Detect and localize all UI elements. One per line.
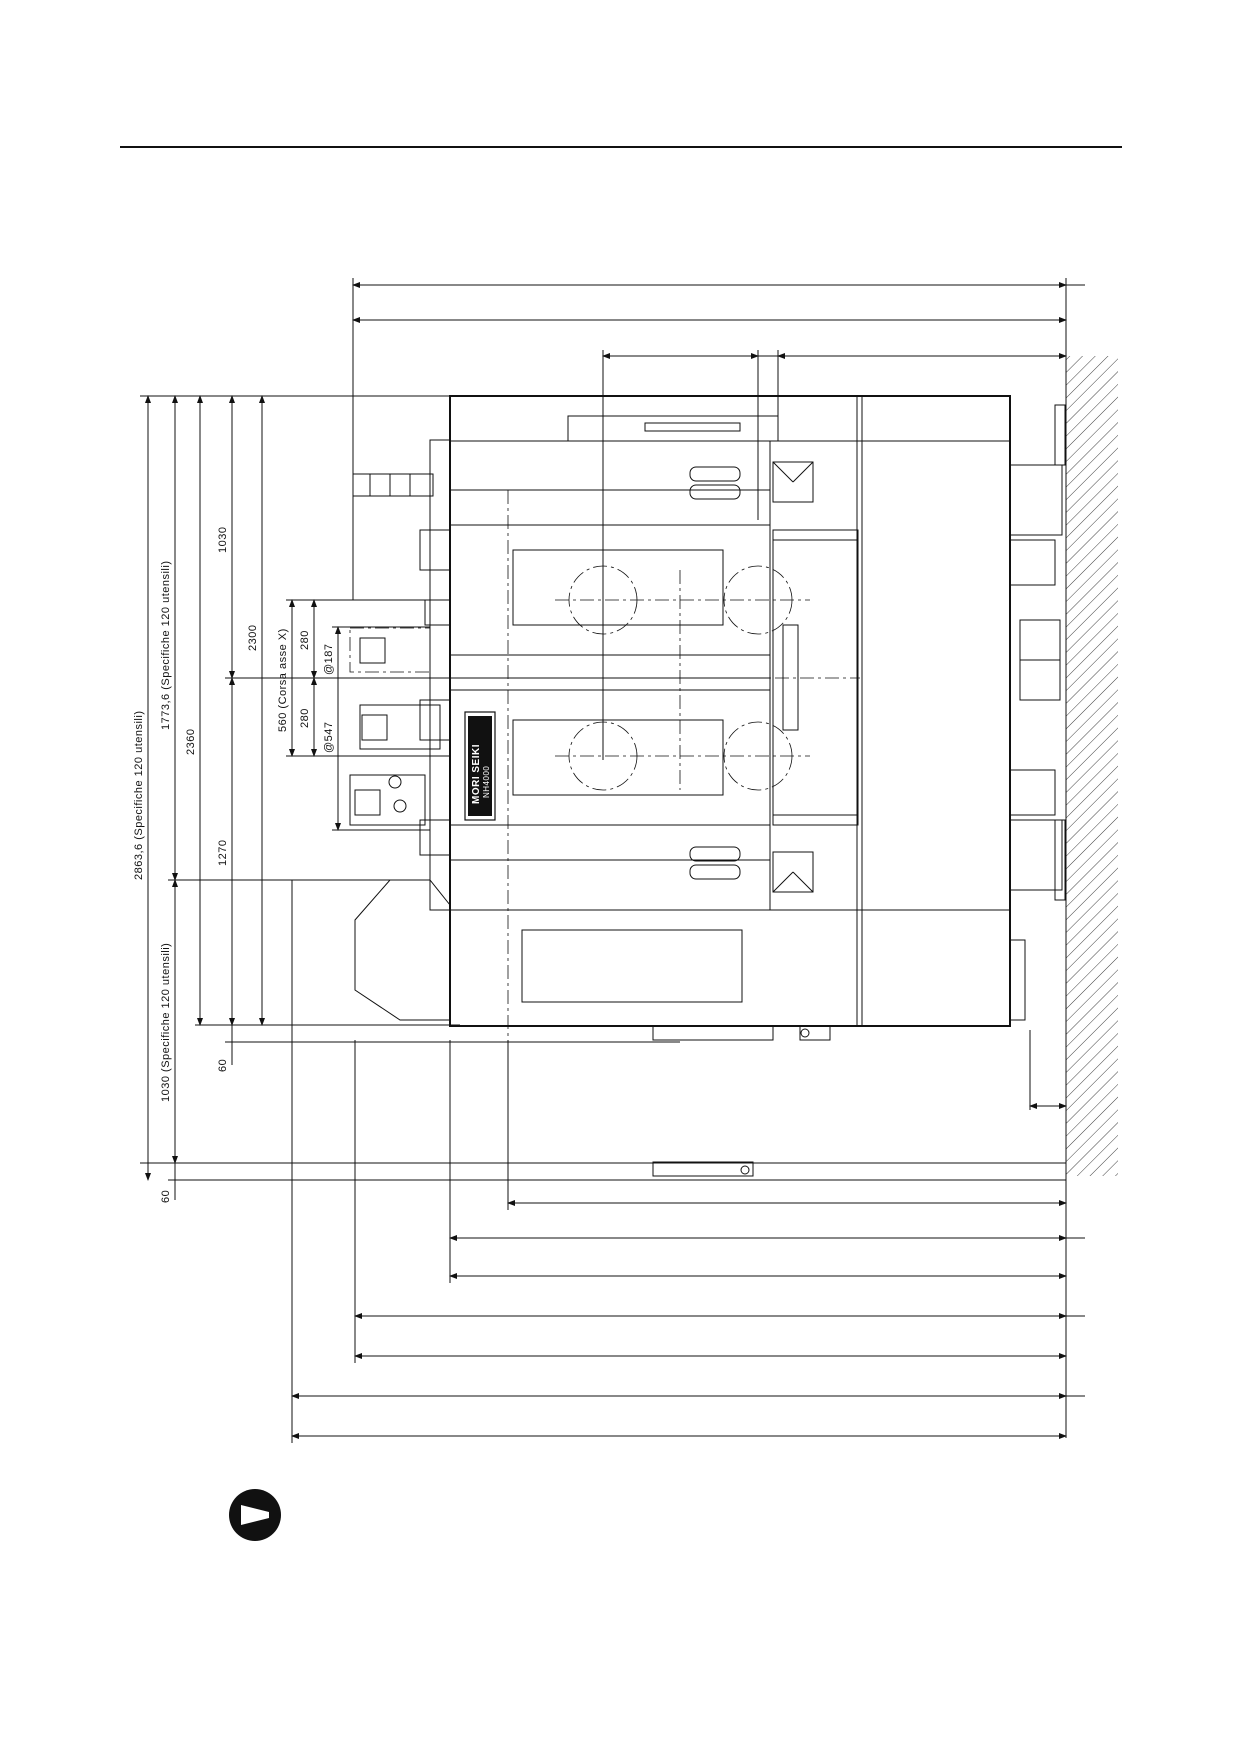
left-attachments [292, 439, 460, 1026]
dim-1030: 1030 [217, 527, 229, 553]
dim-60a: 60 [160, 1190, 172, 1203]
dim-2300: 2300 [247, 625, 259, 651]
nameplate-brand: MORI SEIKI [471, 744, 482, 804]
dim-1773: 1773,6 (Specifiche 120 utensili) [160, 561, 172, 730]
dim-1030b: 1030 (Specifiche 120 utensili) [160, 943, 172, 1102]
pallet-tables [450, 490, 860, 1040]
dim-187: @187 [323, 643, 335, 675]
vertical-dimensions [145, 395, 341, 1200]
nameplate: MORI SEIKI NH4000 [464, 711, 496, 821]
dim-547: @547 [323, 721, 335, 753]
dim-560: 560 (Corsa asse X) [277, 628, 289, 732]
dim-60b: 60 [217, 1059, 229, 1072]
horizontal-dimensions [291, 282, 1085, 1439]
dim-1270: 1270 [217, 840, 229, 866]
view-direction-icon [229, 1489, 281, 1541]
nameplate-model: NH4000 [482, 766, 491, 798]
dim-2360: 2360 [185, 729, 197, 755]
dim-2863: 2863,6 (Specifiche 120 utensili) [133, 711, 145, 880]
wall-hatch [1066, 356, 1118, 1176]
dim-280a: 280 [299, 630, 311, 650]
dim-280b: 280 [299, 708, 311, 728]
